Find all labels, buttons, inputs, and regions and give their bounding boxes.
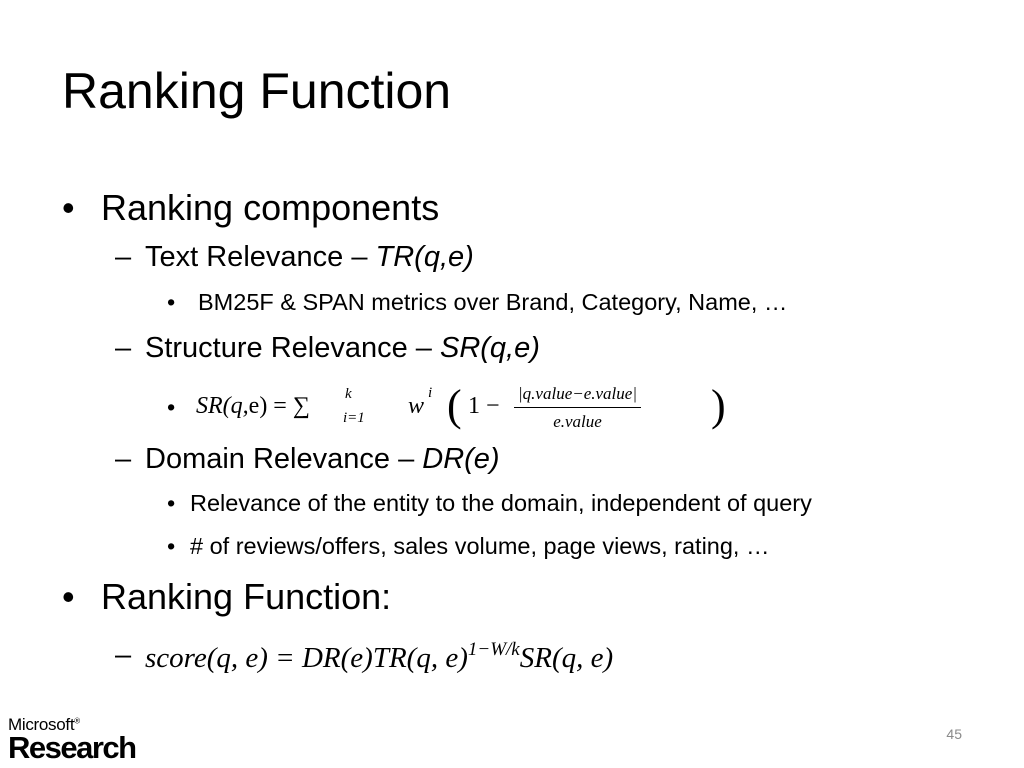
sr-formula-paren-open: (	[447, 381, 462, 430]
structure-relevance-notation: SR(q,e)	[439, 332, 540, 364]
bullet-ranking-function: Ranking Function:	[101, 576, 392, 617]
sr-formula-weight: w	[402, 393, 425, 419]
microsoft-research-logo: Microsoft® Research	[8, 715, 137, 765]
sr-formula-fraction: |q.value−e.value| e.value	[514, 384, 641, 432]
score-formula: score(q, e) = DR(e)TR(q, e)1−W/kSR(q, e)	[145, 640, 613, 673]
domain-relevance-notation: DR(e)	[422, 443, 500, 475]
bullet-dot-icon: •	[167, 289, 176, 315]
bullet-structure-relevance: Structure Relevance – SR(q,e)	[145, 334, 540, 363]
bullet-dash-icon: –	[115, 332, 132, 364]
structure-relevance-label: Structure Relevance –	[145, 332, 440, 364]
bullet-text-relevance-detail: BM25F & SPAN metrics over Brand, Categor…	[198, 289, 788, 315]
text-relevance-notation: TR(q,e)	[375, 241, 474, 273]
bullet-dash-icon: –	[115, 241, 132, 273]
text-relevance-label: Text Relevance –	[145, 241, 376, 273]
sr-formula-sum-upper: k	[345, 386, 352, 402]
bullet-dot-icon: •	[62, 187, 75, 228]
bullet-domain-detail-1: Relevance of the entity to the domain, i…	[190, 490, 812, 516]
bullet-domain-relevance: Domain Relevance – DR(e)	[145, 445, 500, 474]
score-formula-exponent: 1−W/k	[467, 639, 520, 660]
bullet-dot-icon: •	[167, 394, 176, 420]
logo-bottom-text: Research	[8, 730, 137, 765]
sr-formula-lhs: SR(q,	[196, 393, 249, 419]
bullet-dash-icon: –	[115, 639, 132, 671]
sr-formula: SR(q,e) = ∑ k i=1 w i ( 1 − |q.value−e.v…	[196, 380, 756, 440]
sr-formula-lhs-close: ) = ∑	[259, 393, 310, 419]
sr-formula-one-minus: 1 −	[468, 393, 500, 419]
sr-formula-lhs-e: e	[248, 393, 260, 419]
bullet-ranking-components: Ranking components	[101, 187, 440, 228]
logo-registered-mark: ®	[74, 716, 80, 726]
bullet-dash-icon: –	[115, 443, 132, 475]
bullet-domain-detail-2: # of reviews/offers, sales volume, page …	[190, 533, 770, 559]
slide-title: Ranking Function	[62, 63, 452, 119]
page-number: 45	[946, 726, 962, 742]
bullet-dot-icon: •	[167, 533, 176, 559]
bullet-text-relevance: Text Relevance – TR(q,e)	[145, 243, 474, 272]
sr-formula-sum-lower: i=1	[343, 410, 365, 426]
logo-top-text: Microsoft	[8, 715, 75, 734]
sr-formula-numerator: |q.value−e.value|	[514, 384, 641, 408]
sr-formula-denominator: e.value	[553, 412, 602, 431]
sr-formula-paren-close: )	[711, 381, 726, 430]
sr-formula-weight-sup: i	[428, 385, 433, 401]
bullet-dot-icon: •	[62, 576, 75, 617]
score-formula-tail: SR(q, e)	[519, 642, 614, 674]
domain-relevance-label: Domain Relevance –	[145, 443, 423, 475]
score-formula-main: score(q, e) = DR(e)TR(q, e)	[145, 642, 468, 674]
bullet-dot-icon: •	[167, 490, 176, 516]
